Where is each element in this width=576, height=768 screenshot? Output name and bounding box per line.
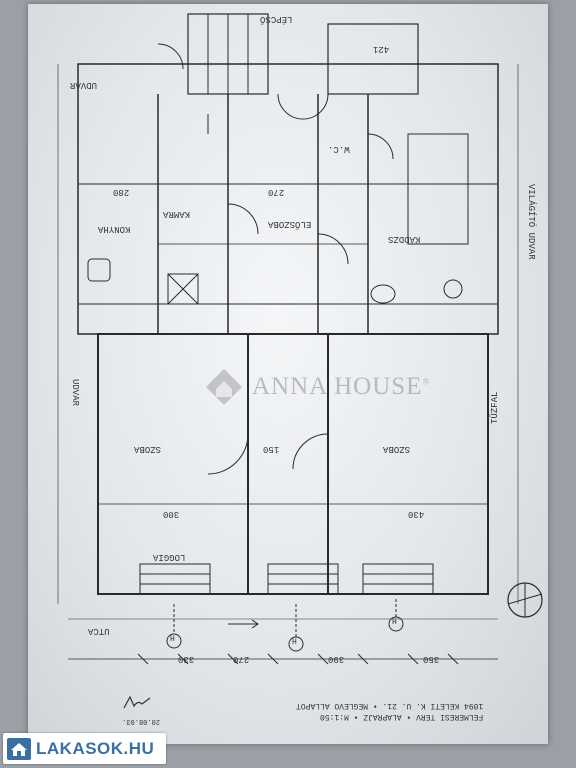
dimension-label: 280 — [113, 187, 130, 197]
room-label-konyha: KONYHA — [98, 224, 131, 234]
side-label-top: LÉPCSŐ — [260, 14, 293, 24]
watermark-text: ANNA HOUSE® — [252, 373, 431, 400]
title-line-2: FELMÉRÉSI TERV • ALAPRAJZ • M:1:50 — [320, 712, 484, 721]
signature-mark — [123, 695, 151, 709]
signature: 20.08.03. — [120, 694, 160, 725]
floor-plan-drawing — [57, 13, 543, 665]
side-label-right-top: VILÁGÍTÓ UDVAR — [526, 184, 536, 260]
room-label-szoba-right: SZOBA — [383, 444, 411, 454]
floor-plan-sheet: SZOBA SZOBA KONYHA KÁDDZS W.C. ELŐSZOBA … — [28, 4, 548, 744]
room-label-eloszoba: ELŐSZOBA — [268, 219, 312, 229]
dimension-label: 270 — [268, 187, 285, 197]
room-label-loggia: LOGGIA — [153, 552, 186, 562]
house-icon — [7, 737, 31, 760]
room-label-wc: W.C. — [328, 144, 350, 154]
title-line-1: 1094 KELETI K. U. 21. • MEGLÉVŐ ÁLLAPOT — [296, 701, 484, 710]
room-label-kaddzs: KÁDDZS — [388, 234, 421, 244]
side-label-left: UDVAR — [70, 379, 80, 407]
dimension-label: 421 — [373, 44, 390, 54]
dimension-label: 430 — [408, 509, 425, 519]
dimension-label: 330 — [178, 654, 195, 664]
axis-marker: H — [170, 635, 175, 644]
room-label-szoba-left: SZOBA — [134, 444, 162, 454]
dimension-label: 350 — [423, 654, 440, 664]
axis-marker: H — [292, 638, 297, 647]
dimension-label: 300 — [163, 509, 180, 519]
anna-house-watermark: ANNA HOUSE® — [204, 366, 430, 408]
side-label-bottom: UTCA — [88, 626, 110, 636]
dimension-label: 150 — [263, 444, 280, 454]
signature-date: 20.08.03. — [122, 717, 160, 725]
upper-section-outline — [77, 63, 499, 335]
room-label-kamra: KAMRA — [163, 209, 191, 219]
house-logo-icon — [206, 369, 242, 405]
title-block: 1094 KELETI K. U. 21. • MEGLÉVŐ ÁLLAPOT … — [296, 700, 483, 722]
side-label-right: TŰZFAL — [490, 391, 500, 424]
brand-text: LAKASOK.HU — [36, 738, 155, 758]
dimension-label: 270 — [233, 654, 250, 664]
side-label-left-mid: UDVAR — [70, 80, 98, 90]
dimension-label: 390 — [328, 654, 345, 664]
axis-marker: H — [392, 618, 397, 627]
lakasok-brand-badge[interactable]: LAKASOK.HU — [3, 733, 166, 764]
